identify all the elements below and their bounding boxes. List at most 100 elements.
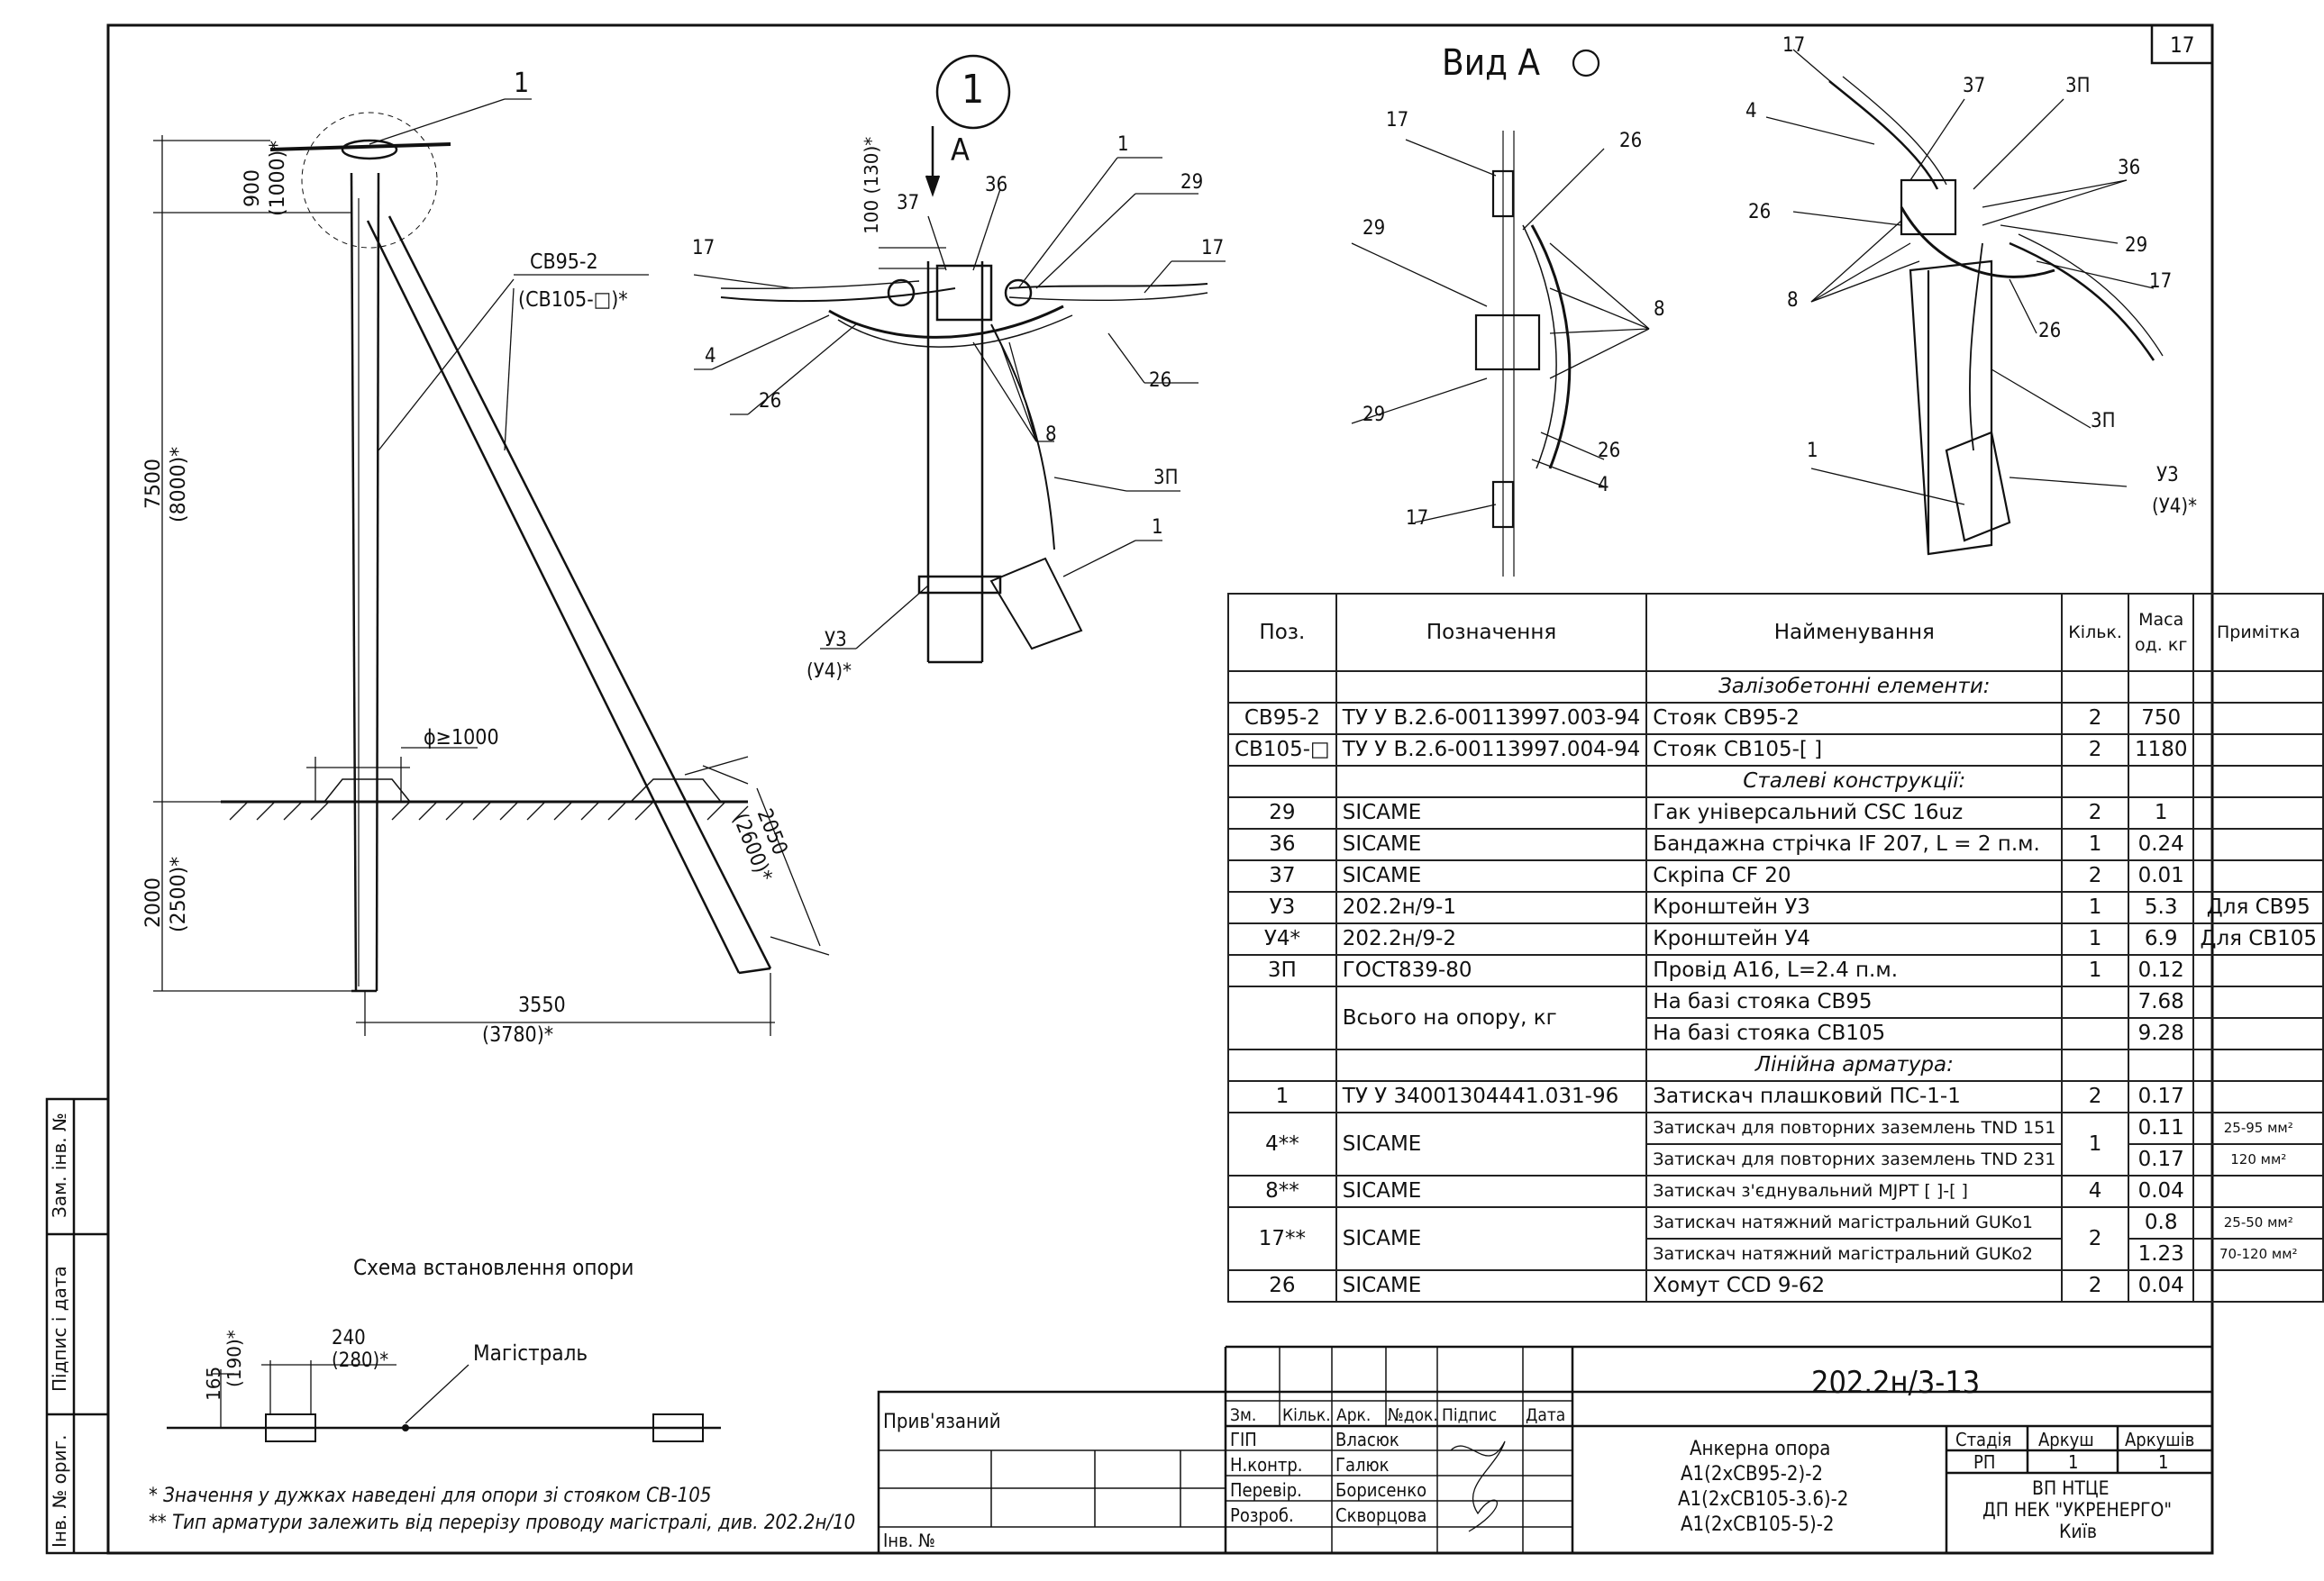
dim-7500: 7500 [142,459,165,509]
col-qty: Кільк. [2061,593,2129,672]
dim-1000: (1000)* [267,140,289,216]
name-gip: Власюк [1335,1429,1399,1450]
table-row: Затискач для повторних заземлень TND 231… [1228,1143,2324,1177]
detail-dim-100: 100 (130)* [861,136,882,234]
sheets-header: Аркушів [2125,1429,2195,1450]
installation-scheme [167,1360,721,1442]
role-rozrob: Розроб. [1230,1504,1294,1526]
detail-label-1-lower: 1 [1152,516,1163,539]
role-perevir: Перевір. [1230,1479,1302,1501]
scheme-dim-240: 240 [332,1327,366,1349]
tb-col-ndok: №док. [1388,1405,1438,1425]
view-a [1351,49,1650,577]
view-a-label-17-bottom: 17 [1406,507,1429,530]
col-designation: Позначення [1335,593,1648,672]
iso-label-1: 1 [1807,440,1818,462]
detail-label-29: 29 [1180,171,1204,194]
org-line-3: Київ [2059,1521,2098,1542]
signatures [1450,1440,1506,1532]
iso-label-4: 4 [1745,100,1757,123]
side-stamp-orig: Інв. № ориг. [49,1434,70,1548]
sheet-header: Аркуш [2038,1429,2094,1450]
iso-label-3p-bottom: 3П [2091,410,2116,432]
note-2: ** Тип арматури залежить від перерізу пр… [149,1512,856,1534]
detail-label-26-left: 26 [759,390,782,413]
attached-label: Прив'язаний [883,1411,1001,1433]
detail-arrow-label: А [951,132,970,168]
detail-label-8: 8 [1045,423,1057,446]
side-stamp-replaced: Зам. інв. № [49,1113,70,1218]
section-steel: Сталеві конструкції: [1645,765,2064,798]
title-block-lines [877,1345,2214,1555]
name-nkontr: Галюк [1335,1454,1390,1476]
scheme-title: Схема встановлення опори [353,1255,634,1280]
detail-label-3p: 3П [1153,467,1179,489]
iso-label-u4: (У4)* [2152,495,2197,518]
inv-no-label: Інв. № [883,1530,935,1551]
detail-label-u3: У3 [825,629,847,651]
iso-label-3p-top: 3П [2065,75,2091,97]
detail-label-17-left: 17 [692,237,715,259]
iso-label-8: 8 [1787,289,1799,312]
col-name: Найменування [1645,593,2064,672]
detail-label-26-right: 26 [1149,369,1172,392]
detail-label-37: 37 [897,192,920,214]
col-pos: Поз. [1227,593,1337,672]
detail-label-36: 36 [985,174,1008,196]
view-a-label-29-top: 29 [1363,217,1386,240]
document-code: 202.2н/3-13 [1811,1365,1981,1401]
iso-label-37: 37 [1963,75,1986,97]
dim-2500: (2500)* [168,856,190,932]
side-stamp-signature: Підпис і дата [49,1266,70,1392]
name-rozrob: Скворцова [1335,1504,1427,1526]
main-pole-view [153,98,830,1036]
object-line-1: Анкерна опора [1690,1438,1831,1460]
iso-label-u3: У3 [2156,464,2179,486]
scheme-dim-165: 165 [203,1366,224,1401]
pole-label-cb105: (СВ105-□)* [518,288,628,312]
spec-header-row: Поз. Позначення Найменування Кільк. Маса… [1227,593,2324,672]
stage-header: Стадія [1955,1429,2012,1450]
main-callout-label: 1 [514,68,530,99]
col-mass: Маса од. кг [2127,593,2195,672]
drawing-sheet [45,23,2214,1555]
tb-col-kilk: Кільк. [1282,1405,1331,1425]
object-line-2: А1(2хСВ95-2)-2 [1681,1463,1823,1486]
view-a-label-4: 4 [1598,474,1609,496]
detail-view-number: 1 [961,67,985,113]
specification-table: Поз. Позначення Найменування Кільк. Маса… [1227,593,2324,1303]
view-a-label-29-bottom: 29 [1363,404,1386,426]
org-line-1: ВП НТЦЕ [2032,1477,2110,1499]
section-fittings: Лінійна арматура: [1645,1049,2064,1082]
org-line-2: ДП НЕК "УКРЕНЕРГО" [1982,1499,2173,1521]
scheme-mainline-label: Магістраль [473,1340,588,1366]
sheet-number: 17 [2170,32,2195,58]
view-a-title: Вид А [1442,42,1540,84]
pole-label-cb95: СВ95-2 [530,250,598,274]
sheets-value: 1 [2158,1451,2169,1473]
iso-label-17-top: 17 [1782,34,1806,57]
detail-label-u4: (У4)* [807,660,852,683]
scheme-dim-280: (280)* [332,1349,389,1372]
tb-col-zm: Зм. [1230,1405,1257,1425]
iso-label-36: 36 [2118,157,2141,179]
dim-3550: 3550 [518,994,566,1017]
iso-label-29: 29 [2125,234,2148,257]
col-note: Примітка [2192,593,2324,672]
view-a-label-17-top: 17 [1386,109,1409,132]
dim-8000: (8000)* [168,446,190,522]
note-1: * Значення у дужках наведені для опори з… [149,1485,712,1507]
dim-3780: (3780)* [482,1023,554,1047]
